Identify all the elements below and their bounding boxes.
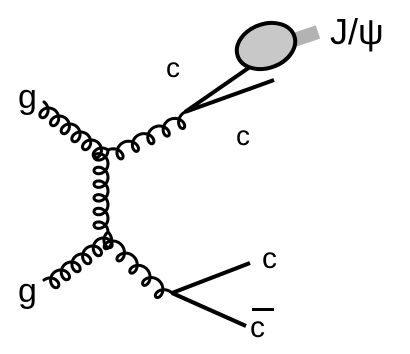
meson-label: J/ψ — [330, 11, 384, 52]
charm-quark-line-upper — [183, 58, 262, 114]
charm-quark-line-out — [171, 261, 251, 295]
gluon-label-bottom: g — [18, 272, 37, 310]
anticharm-overline — [252, 308, 274, 311]
gluon-incoming-bottom — [42, 230, 114, 290]
anticharm-label: c — [250, 311, 265, 344]
charm-label-upper: c — [166, 52, 180, 83]
gluon-lines — [38, 100, 187, 300]
charm-label-lower: c — [236, 120, 250, 151]
gluon-label-top: g — [18, 78, 37, 116]
gluon-incoming-top — [38, 100, 110, 160]
bound-state-blob — [234, 20, 298, 72]
charm-quark-line-lower — [184, 78, 275, 114]
anticharm-quark-line-out — [171, 291, 247, 328]
gluon-to-charm-pair-top — [106, 110, 187, 161]
charm-label-out: c — [262, 242, 277, 275]
gluon-t-channel — [92, 148, 110, 234]
gluon-to-charm-pair-bottom — [102, 230, 174, 300]
